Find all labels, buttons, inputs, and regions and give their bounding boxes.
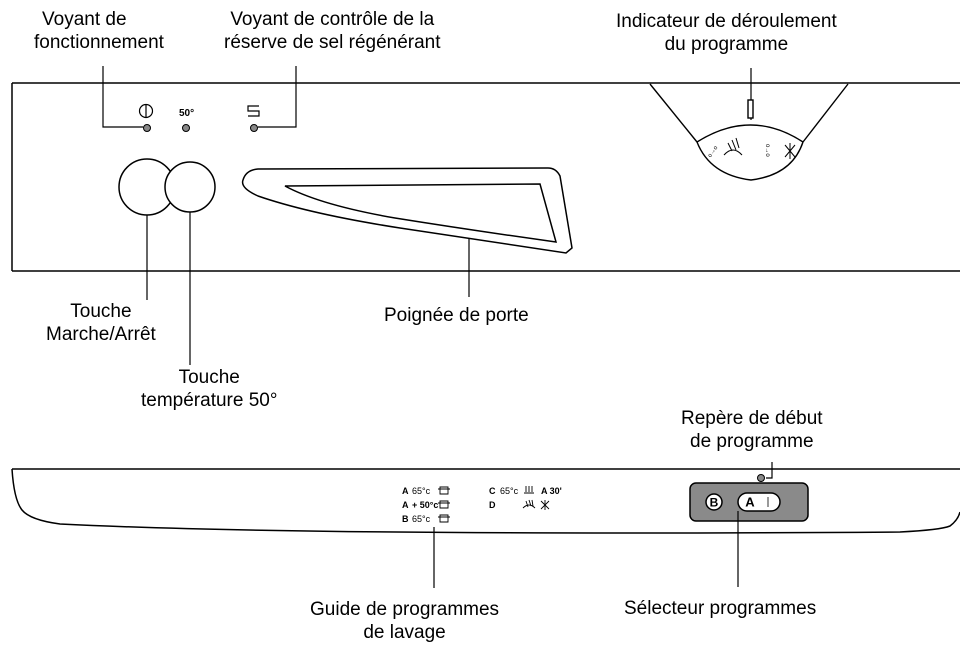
temp-indicator-light bbox=[182, 124, 190, 132]
leader-repere bbox=[766, 462, 773, 479]
temp-button[interactable] bbox=[164, 161, 216, 213]
selector-a-label: A bbox=[745, 495, 755, 510]
guide-row-2-letter: A bbox=[402, 500, 409, 510]
label-voyant-sel: Voyant de contrôle de la réserve de sel … bbox=[224, 9, 441, 53]
dial-mark-mid: o→o bbox=[764, 144, 770, 157]
lower-panel bbox=[11, 468, 960, 534]
label-poignee: Poignée de porte bbox=[384, 305, 529, 326]
guide-row-1-temp: 65°c bbox=[412, 486, 431, 496]
guide-row-c-letter: C bbox=[489, 486, 496, 496]
upper-panel bbox=[11, 82, 960, 272]
guide-snowflake-icon bbox=[540, 500, 550, 510]
guide-row-1-letter: A bbox=[402, 486, 409, 496]
label-touche-marche: Touche Marche/Arrêt bbox=[46, 301, 156, 345]
salt-icon bbox=[247, 105, 260, 117]
snowflake-icon bbox=[784, 143, 796, 159]
selector-knob-a[interactable] bbox=[737, 492, 781, 512]
dial-mark-left: o→o bbox=[707, 145, 720, 159]
guide-row-c-extra: A 30' bbox=[541, 486, 562, 496]
guide-spray-icon bbox=[522, 486, 536, 509]
door-handle[interactable] bbox=[241, 167, 573, 254]
program-guide: A 65°c A + 50°c B 65°c C 65°c A 30' D bbox=[402, 486, 562, 524]
salt-indicator-light bbox=[250, 124, 258, 132]
program-selector[interactable]: B A bbox=[689, 482, 809, 522]
label-touche-temp: Touche température 50° bbox=[141, 367, 278, 411]
guide-row-c-temp: 65°c bbox=[500, 486, 519, 496]
program-indicator bbox=[649, 83, 849, 181]
label-selecteur: Sélecteur programmes bbox=[624, 598, 817, 619]
guide-row-3-temp: 65°c bbox=[412, 514, 431, 524]
guide-row-3-letter: B bbox=[402, 514, 409, 524]
pot-icon bbox=[438, 486, 450, 523]
guide-row-2-temp: + 50°c bbox=[412, 500, 438, 510]
label-repere: Repère de début de programme bbox=[681, 408, 823, 452]
label-indicateur: Indicateur de déroulement du programme bbox=[616, 11, 837, 55]
leader-voyant-fonctionnement bbox=[102, 66, 143, 128]
power-indicator-light bbox=[143, 124, 151, 132]
power-icon bbox=[138, 103, 154, 119]
guide-row-d-letter: D bbox=[489, 500, 496, 510]
selector-b-label: B bbox=[710, 496, 719, 510]
selector-button-b[interactable] bbox=[705, 493, 723, 511]
label-voyant-fonctionnement: Voyant de fonctionnement bbox=[34, 9, 164, 53]
start-marker bbox=[757, 474, 765, 482]
temp-50-mark: 50° bbox=[179, 108, 194, 119]
spray-icon bbox=[723, 137, 743, 156]
leader-voyant-sel bbox=[258, 66, 297, 128]
label-guide: Guide de programmes de lavage bbox=[310, 599, 500, 643]
